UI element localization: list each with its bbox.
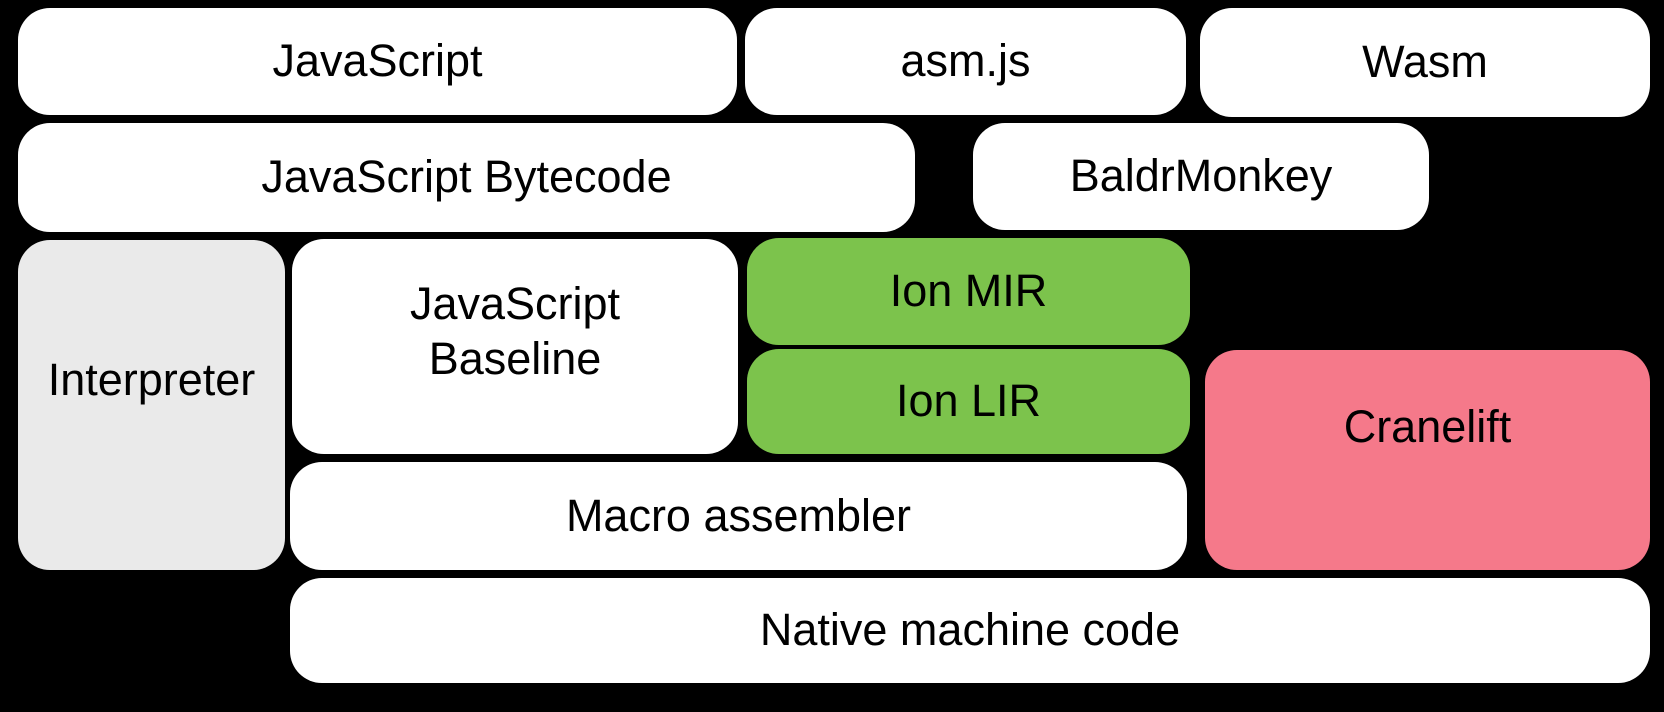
box-native-machine-code-label: Native machine code bbox=[759, 604, 1181, 656]
box-ion-lir-label: Ion LIR bbox=[895, 375, 1042, 427]
box-cranelift-label: Cranelift bbox=[1343, 400, 1512, 452]
box-javascript-baseline: JavaScript Baseline bbox=[292, 239, 738, 454]
box-javascript-baseline-label: JavaScript Baseline bbox=[409, 277, 621, 384]
box-javascript-label: JavaScript bbox=[272, 35, 483, 87]
box-wasm-label: Wasm bbox=[1362, 36, 1488, 88]
box-interpreter: Interpreter bbox=[18, 240, 285, 570]
box-javascript-bytecode-label: JavaScript Bytecode bbox=[261, 151, 672, 203]
box-javascript-bytecode: JavaScript Bytecode bbox=[18, 123, 915, 232]
box-javascript: JavaScript bbox=[18, 8, 737, 115]
box-ion-lir: Ion LIR bbox=[747, 349, 1190, 454]
box-cranelift: Cranelift bbox=[1205, 350, 1650, 570]
box-interpreter-label: Interpreter bbox=[47, 353, 256, 405]
box-macro-assembler-label: Macro assembler bbox=[565, 489, 912, 541]
box-ion-mir: Ion MIR bbox=[747, 238, 1190, 345]
box-asmjs-label: asm.js bbox=[900, 35, 1031, 87]
box-baldrmonkey-label: BaldrMonkey bbox=[1069, 150, 1333, 202]
box-macro-assembler: Macro assembler bbox=[290, 462, 1187, 570]
box-native-machine-code: Native machine code bbox=[290, 578, 1650, 683]
box-asmjs: asm.js bbox=[745, 8, 1186, 115]
box-wasm: Wasm bbox=[1200, 8, 1650, 117]
box-ion-mir-label: Ion MIR bbox=[889, 265, 1048, 317]
box-baldrmonkey: BaldrMonkey bbox=[973, 123, 1429, 230]
